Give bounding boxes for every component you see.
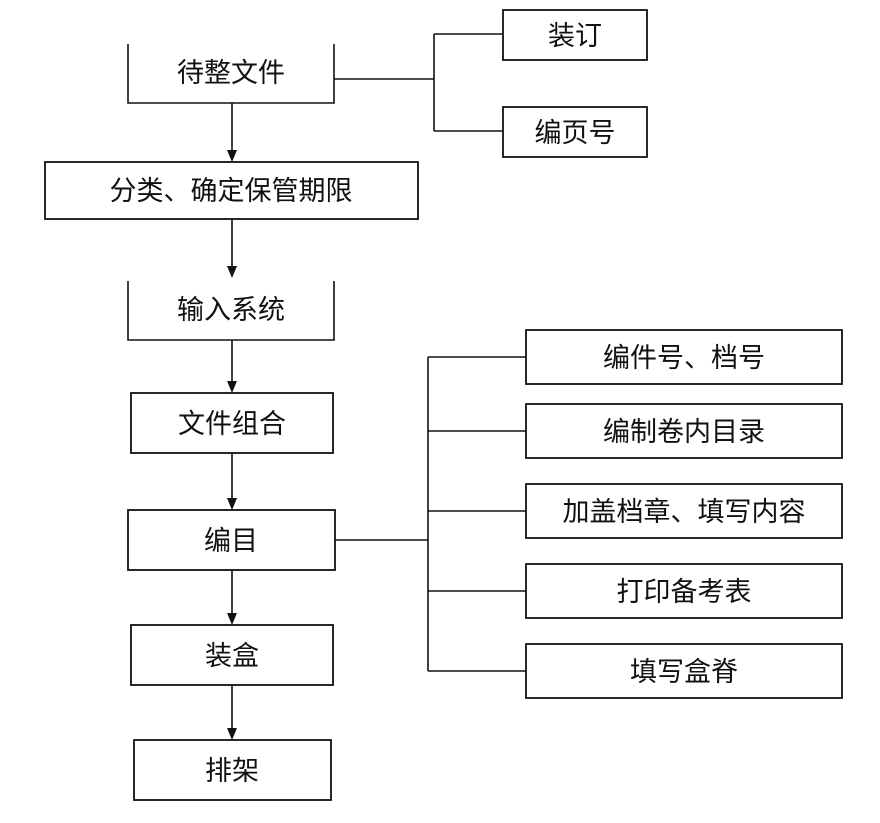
step-box-2 [44, 161, 419, 220]
catalog-branch-box-4 [525, 563, 843, 619]
arrowhead-3-4 [227, 381, 237, 393]
catalog-branch-label-5: 填写盒脊 [630, 657, 738, 688]
catalog-branch-box-3 [525, 483, 843, 539]
step-box-3 [127, 281, 335, 341]
step-label-4: 文件组合 [178, 409, 286, 440]
catalog-branch-box-5 [525, 643, 843, 699]
step-box-4 [130, 392, 334, 454]
catalog-branch-label-4: 打印备考表 [617, 577, 752, 608]
catalog-branches: 编件号、档号 编制卷内目录 加盖档章、填写内容 打印备考表 填写盒脊 [525, 329, 843, 699]
step-box-6 [130, 624, 334, 686]
catalog-branch-label-1: 编件号、档号 [603, 343, 765, 374]
catalog-branch-box-1 [525, 329, 843, 385]
main-steps: 待整文件 分类、确定保管期限 输入系统 文件组合 编目 装盒 排架 [44, 44, 419, 801]
step-label-6: 装盒 [205, 641, 259, 672]
step-box-1 [127, 44, 335, 104]
catalog-branch-box-2 [525, 403, 843, 459]
arrowhead-1-2 [227, 150, 237, 162]
step-box-7 [133, 739, 332, 801]
step-label-1: 待整文件 [177, 58, 285, 89]
connectors [227, 33, 526, 740]
step-label-3: 输入系统 [177, 295, 285, 326]
step-label-2: 分类、确定保管期限 [110, 176, 353, 207]
catalog-branch-label-2: 编制卷内目录 [603, 417, 765, 448]
prep-branches: 装订 编页号 [502, 9, 648, 158]
arrowhead-2-3 [227, 266, 237, 278]
prep-branch-label-2: 编页号 [535, 118, 616, 149]
arrowhead-4-5 [227, 498, 237, 510]
prep-branch-box-1 [502, 9, 648, 61]
arrowhead-5-6 [227, 613, 237, 625]
step-label-5: 编目 [204, 526, 258, 557]
step-label-7: 排架 [205, 756, 259, 787]
prep-branch-box-2 [502, 106, 648, 158]
catalog-branch-label-3: 加盖档章、填写内容 [563, 497, 806, 528]
arrowhead-6-7 [227, 728, 237, 740]
step-box-5 [127, 509, 336, 571]
prep-branch-label-1: 装订 [548, 21, 602, 52]
